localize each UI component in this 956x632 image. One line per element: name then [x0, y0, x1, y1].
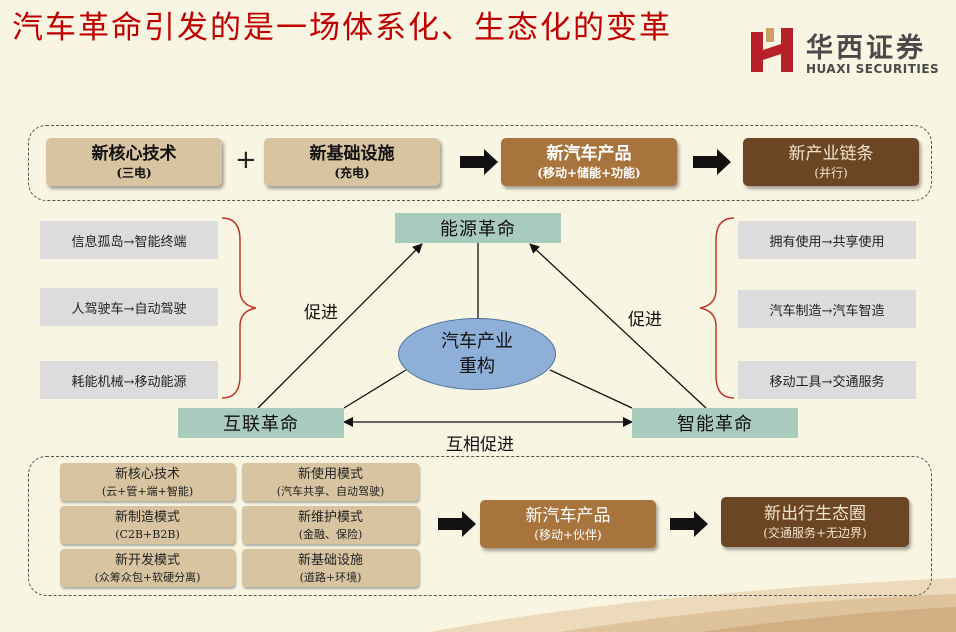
- box-sublabel: (移动+伙伴): [534, 528, 602, 542]
- box-sublabel: (汽车共享、自动驾驶): [276, 484, 385, 498]
- plus-sign: +: [235, 145, 257, 175]
- top-arrow-1: [460, 149, 498, 175]
- box-label: 新制造模式: [114, 509, 180, 525]
- left-brace: [221, 217, 257, 399]
- bottom-product-box: 新汽车产品 (移动+伙伴): [480, 500, 656, 548]
- box-sublabel: (并行): [814, 166, 848, 180]
- top-chain-box: 新产业链条 (并行): [743, 138, 919, 186]
- bottom-manufacturing-box: 新制造模式 (C2B+B2B): [60, 506, 235, 544]
- box-sublabel: (C2B+B2B): [115, 527, 180, 541]
- internet-revolution-node: 互联革命: [178, 408, 344, 438]
- promote-label-left: 促进: [304, 303, 338, 323]
- box-sublabel: (云+管+端+智能): [101, 484, 194, 498]
- ellipse-line-2: 重构: [459, 356, 495, 377]
- box-label: 新产业链条: [788, 144, 874, 164]
- bottom-ecosystem-box: 新出行生态圈 (交通服务+无边界): [721, 497, 909, 547]
- box-label: 新出行生态圈: [764, 504, 866, 524]
- bottom-usage-model-box: 新使用模式 (汽车共享、自动驾驶): [242, 463, 419, 501]
- ellipse-line-1: 汽车产业: [441, 331, 513, 352]
- energy-revolution-node: 能源革命: [395, 213, 561, 243]
- box-label: 新汽车产品: [546, 144, 632, 164]
- bottom-infrastructure-box: 新基础设施 (道路+环境): [242, 549, 419, 587]
- edge-right: [529, 243, 707, 409]
- right-brace: [699, 217, 735, 399]
- box-sublabel: (三电): [116, 166, 152, 180]
- box-label: 新核心技术: [91, 144, 177, 164]
- top-arrow-2: [693, 149, 731, 175]
- box-label: 新基础设施: [297, 552, 363, 568]
- bottom-section-frame: [28, 456, 932, 596]
- promote-label-right: 促进: [628, 310, 662, 330]
- intelligence-revolution-node: 智能革命: [632, 408, 798, 438]
- left-item: 耗能机械→移动能源: [40, 361, 218, 399]
- link-left: [343, 369, 407, 409]
- box-label: 新维护模式: [297, 509, 363, 525]
- box-label: 新基础设施: [309, 144, 395, 164]
- bottom-arrow-2: [670, 511, 708, 537]
- logo-text-cn: 华西证券: [806, 33, 926, 64]
- top-infrastructure-box: 新基础设施 (充电): [264, 138, 440, 186]
- page-title: 汽车革命引发的是一场体系化、生态化的变革: [12, 10, 672, 46]
- box-label: 新核心技术: [114, 466, 180, 482]
- box-sublabel: (移动+储能+功能): [537, 166, 641, 180]
- logo-text-en: HUAXI SECURITIES: [806, 62, 940, 76]
- bottom-development-box: 新开发模式 (众筹众包+软硬分离): [60, 549, 235, 587]
- box-sublabel: (交通服务+无边界): [763, 526, 867, 540]
- top-product-box: 新汽车产品 (移动+储能+功能): [501, 138, 677, 186]
- bottom-maintenance-box: 新维护模式 (金融、保险): [242, 506, 419, 544]
- box-label: 新使用模式: [297, 466, 363, 482]
- top-core-tech-box: 新核心技术 (三电): [46, 138, 222, 186]
- box-label: 新开发模式: [114, 552, 180, 568]
- industry-restructure-ellipse: 汽车产业 重构: [398, 318, 556, 390]
- box-sublabel: (众筹众包+软硬分离): [94, 570, 201, 584]
- box-sublabel: (金融、保险): [298, 527, 363, 541]
- left-item: 信息孤岛→智能终端: [40, 221, 218, 259]
- right-item: 汽车制造→汽车智造: [738, 290, 916, 328]
- mutual-promote-label: 互相促进: [446, 435, 514, 455]
- edge-left: [257, 243, 423, 409]
- bottom-arrow-1: [438, 511, 476, 537]
- link-right: [549, 369, 633, 409]
- box-sublabel: (道路+环境): [299, 570, 362, 584]
- huaxi-logo-icon: [751, 28, 793, 72]
- box-sublabel: (充电): [334, 166, 370, 180]
- right-item: 移动工具→交通服务: [738, 361, 916, 399]
- box-label: 新汽车产品: [525, 506, 611, 526]
- bottom-core-tech-box: 新核心技术 (云+管+端+智能): [60, 463, 235, 501]
- top-section-frame: [28, 125, 932, 201]
- right-item: 拥有使用→共享使用: [738, 221, 916, 259]
- left-item: 人驾驶车→自动驾驶: [40, 288, 218, 326]
